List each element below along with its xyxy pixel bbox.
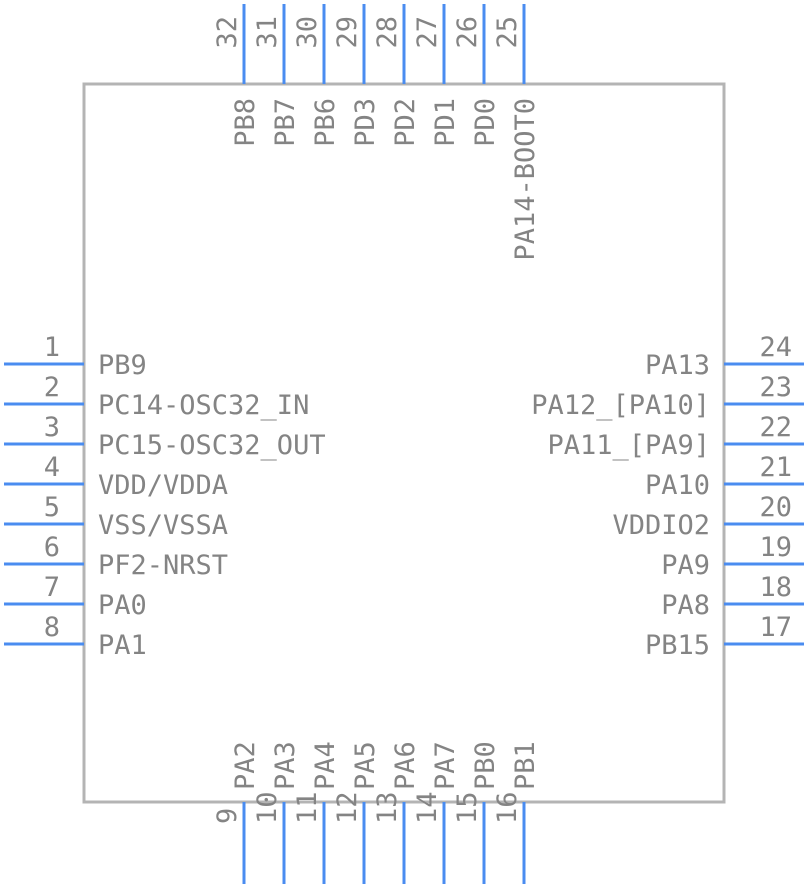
pin-number-30: 30 — [292, 16, 323, 49]
pin-label-26: PD0 — [470, 98, 501, 147]
pin-label-20: VDDIO2 — [612, 510, 710, 541]
pin-number-12: 12 — [332, 791, 363, 824]
pin-number-27: 27 — [412, 16, 443, 49]
pin-label-32: PB8 — [230, 98, 261, 147]
pin-number-1: 1 — [44, 332, 60, 363]
pin-number-16: 16 — [492, 791, 523, 824]
pin-label-8: PA1 — [98, 630, 147, 661]
ic-body-outline — [82, 82, 726, 804]
pin-number-2: 2 — [44, 372, 60, 403]
pin-number-13: 13 — [372, 791, 403, 824]
pin-number-19: 19 — [759, 532, 792, 563]
pin-label-13: PA6 — [390, 741, 421, 790]
pin-label-6: PF2-NRST — [98, 550, 228, 581]
pin-label-15: PB0 — [470, 741, 501, 790]
pin-number-11: 11 — [292, 791, 323, 824]
pin-number-18: 18 — [759, 572, 792, 603]
pin-number-28: 28 — [372, 16, 403, 49]
pin-label-25: PA14-BOOT0 — [510, 98, 541, 261]
pin-label-29: PD3 — [350, 98, 381, 147]
pin-label-21: PA10 — [645, 470, 710, 501]
pin-label-16: PB1 — [510, 741, 541, 790]
pin-label-27: PD1 — [430, 98, 461, 147]
pin-number-17: 17 — [759, 612, 792, 643]
pin-label-23: PA12_[PA10] — [531, 390, 710, 421]
pin-label-17: PB15 — [645, 630, 710, 661]
pin-label-22: PA11_[PA9] — [547, 430, 710, 461]
pin-label-12: PA5 — [350, 741, 381, 790]
pin-number-3: 3 — [44, 412, 60, 443]
pin-label-2: PC14-OSC32_IN — [98, 390, 309, 421]
pin-number-6: 6 — [44, 532, 60, 563]
pin-number-8: 8 — [44, 612, 60, 643]
pin-number-22: 22 — [759, 412, 792, 443]
pin-label-3: PC15-OSC32_OUT — [98, 430, 326, 461]
pin-number-10: 10 — [252, 791, 283, 824]
pin-number-14: 14 — [412, 791, 443, 824]
pin-label-31: PB7 — [270, 98, 301, 147]
pin-number-32: 32 — [212, 16, 243, 49]
pin-number-20: 20 — [759, 492, 792, 523]
pin-number-7: 7 — [44, 572, 60, 603]
pin-number-4: 4 — [44, 452, 60, 483]
pin-number-9: 9 — [212, 808, 243, 824]
pin-label-5: VSS/VSSA — [98, 510, 228, 541]
pin-label-30: PB6 — [310, 98, 341, 147]
pin-label-7: PA0 — [98, 590, 147, 621]
pin-label-11: PA4 — [310, 741, 341, 790]
pin-number-31: 31 — [252, 16, 283, 49]
pin-label-28: PD2 — [390, 98, 421, 147]
pin-number-26: 26 — [452, 16, 483, 49]
pin-label-4: VDD/VDDA — [98, 470, 228, 501]
pin-label-24: PA13 — [645, 350, 710, 381]
pin-number-25: 25 — [492, 16, 523, 49]
pin-number-23: 23 — [759, 372, 792, 403]
pin-label-9: PA2 — [230, 741, 261, 790]
pin-label-14: PA7 — [430, 741, 461, 790]
pin-label-10: PA3 — [270, 741, 301, 790]
pin-label-1: PB9 — [98, 350, 147, 381]
pin-number-29: 29 — [332, 16, 363, 49]
pin-label-19: PA9 — [661, 550, 710, 581]
pin-number-21: 21 — [759, 452, 792, 483]
pin-label-18: PA8 — [661, 590, 710, 621]
pin-number-24: 24 — [759, 332, 792, 363]
pin-number-15: 15 — [452, 791, 483, 824]
pin-number-5: 5 — [44, 492, 60, 523]
